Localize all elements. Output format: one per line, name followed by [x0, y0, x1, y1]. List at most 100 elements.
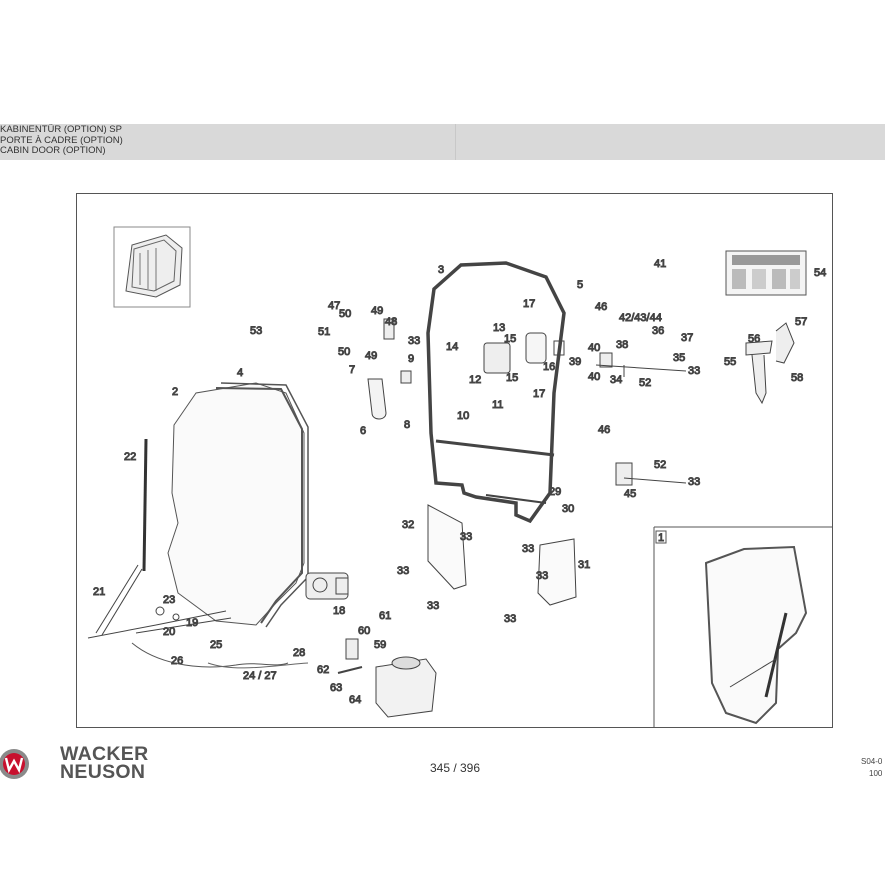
- callout-46b: 46: [598, 424, 610, 436]
- callout-17: 17: [523, 298, 535, 310]
- callout-5: 5: [577, 279, 583, 291]
- wacker-neuson-logo-icon: [0, 749, 29, 779]
- callout-1: 1: [658, 532, 664, 544]
- title-en: CABIN DOOR (OPTION): [0, 145, 106, 156]
- callout-41: 41: [654, 258, 666, 270]
- callout-24-27: 24 / 27: [243, 670, 277, 682]
- callout-50b: 50: [338, 346, 350, 358]
- callout-6: 6: [360, 425, 366, 437]
- callout-37: 37: [681, 332, 693, 344]
- callout-61: 61: [379, 610, 391, 622]
- header-divider: [455, 124, 456, 160]
- callout-13: 13: [493, 322, 505, 334]
- callout-4: 4: [237, 367, 243, 379]
- callout-38: 38: [616, 339, 628, 351]
- callout-36: 36: [652, 325, 664, 337]
- page-title: KABINENTÜR (OPTION) SP PORTE À CADRE (OP…: [0, 124, 123, 157]
- callout-3: 3: [438, 264, 444, 276]
- callout-49b: 49: [365, 350, 377, 362]
- brand-name: WACKER NEUSON: [60, 743, 149, 783]
- callout-53: 53: [250, 325, 262, 337]
- callout-30: 30: [562, 503, 574, 515]
- emergency-hammer: [745, 322, 795, 405]
- handle-parts: [367, 318, 565, 420]
- callout-14: 14: [446, 341, 458, 353]
- callout-10: 10: [457, 410, 469, 422]
- wiper-motor: [305, 572, 349, 600]
- callout-48: 48: [385, 316, 397, 328]
- callout-33e: 33: [522, 543, 534, 555]
- callout-64: 64: [349, 694, 361, 706]
- callout-60: 60: [358, 625, 370, 637]
- callout-49: 49: [371, 305, 383, 317]
- callout-33: 33: [460, 531, 472, 543]
- door-window-pane: [167, 382, 309, 628]
- callout-23: 23: [163, 594, 175, 606]
- callout-33f: 33: [536, 570, 548, 582]
- callout-labels: 2 3 4 5 6 7 8 9 10 11 12 13 14 15 15 16 …: [93, 258, 827, 707]
- callout-11: 11: [492, 399, 503, 411]
- callout-34: 34: [610, 374, 622, 386]
- callout-40b: 40: [588, 371, 600, 383]
- title-fr: PORTE À CADRE (OPTION): [0, 134, 123, 146]
- callout-35: 35: [673, 352, 685, 364]
- callout-33g: 33: [504, 613, 516, 625]
- hinge-parts: [595, 352, 687, 486]
- callout-50: 50: [339, 308, 351, 320]
- parts-diagram: 2 3 4 5 6 7 8 9 10 11 12 13 14 15 15 16 …: [87, 226, 833, 728]
- callout-31: 31: [578, 559, 590, 571]
- callout-9: 9: [408, 353, 414, 365]
- callout-12: 12: [469, 374, 481, 386]
- inset-variant-1: [653, 526, 833, 728]
- callout-46: 46: [595, 301, 607, 313]
- document-code-line-1: S04-0: [861, 757, 883, 766]
- callout-33c: 33: [397, 565, 409, 577]
- callout-57: 57: [795, 316, 807, 328]
- callout-17b: 17: [533, 388, 545, 400]
- page-number: 345 / 396: [429, 761, 481, 775]
- callout-58: 58: [791, 372, 803, 384]
- document-code-line-2: 100: [869, 769, 883, 778]
- callout-29: 29: [549, 486, 561, 498]
- callout-47: 47: [328, 300, 340, 312]
- callout-21: 21: [93, 586, 105, 598]
- callout-33h: 33: [688, 365, 700, 377]
- brand-line-2: NEUSON: [60, 761, 146, 783]
- washer-reservoir: [337, 638, 437, 718]
- callout-55: 55: [724, 356, 736, 368]
- callout-62: 62: [317, 664, 329, 676]
- side-panels: [427, 504, 577, 606]
- callout-22: 22: [124, 451, 136, 463]
- header-band: [0, 124, 885, 160]
- callout-59: 59: [374, 639, 386, 651]
- callout-33d: 33: [427, 600, 439, 612]
- callout-19: 19: [186, 617, 198, 629]
- callout-33b: 33: [408, 335, 420, 347]
- diagram-frame: [76, 193, 833, 728]
- title-de: KABINENTÜR (OPTION) SP: [0, 124, 122, 135]
- callout-18: 18: [333, 605, 345, 617]
- decal-sticker: [725, 250, 807, 296]
- callout-15b: 15: [506, 372, 518, 384]
- document-code: S04-0 100: [861, 756, 882, 780]
- callout-52b: 52: [654, 459, 666, 471]
- callout-51: 51: [318, 326, 330, 338]
- washer-hose: [207, 662, 309, 669]
- callout-7: 7: [349, 364, 355, 376]
- callout-20: 20: [163, 626, 175, 638]
- callout-45: 45: [624, 488, 636, 500]
- callout-2: 2: [172, 386, 178, 398]
- door-frame: [426, 261, 566, 524]
- callout-56: 56: [748, 333, 760, 345]
- callout-54: 54: [814, 267, 826, 279]
- callout-32: 32: [402, 519, 414, 531]
- callout-26: 26: [171, 655, 183, 667]
- callout-15: 15: [504, 333, 516, 345]
- callout-28: 28: [293, 647, 305, 659]
- callout-63: 63: [330, 682, 342, 694]
- callout-52: 52: [639, 377, 651, 389]
- callout-42-43-44: 42/43/44: [619, 312, 662, 324]
- callout-40: 40: [588, 342, 600, 354]
- callout-39: 39: [569, 356, 581, 368]
- brand-line-1: WACKER: [60, 743, 149, 765]
